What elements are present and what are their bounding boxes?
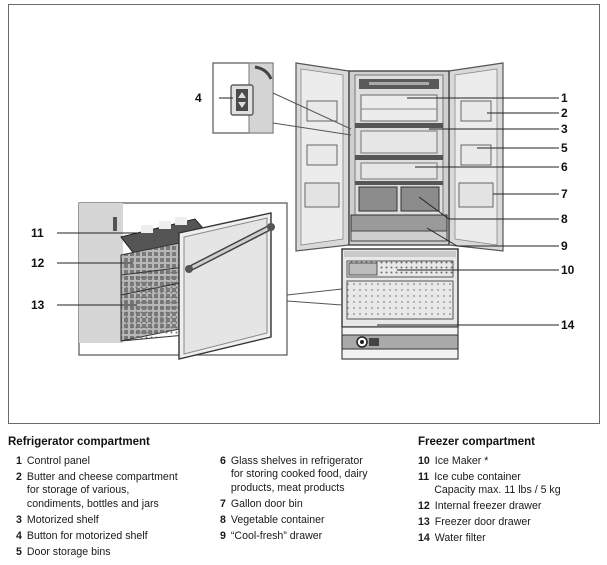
legend-number: 2 [16, 471, 22, 483]
callout-9: 9 [561, 239, 568, 253]
legend-line: condiments, bottles and jars [26, 497, 159, 510]
legend-line: for storage of various, [26, 484, 130, 497]
legend-line: Gallon door bin [230, 497, 303, 510]
callout-11: 11 [31, 226, 44, 240]
legend-line: Water filter [434, 532, 486, 545]
fridge-compartment-title: Refrigerator compartment [8, 436, 150, 448]
legend-item: 4 Button for motorized shelf [16, 530, 216, 543]
legend-line: Door storage bins [26, 545, 111, 558]
leader-lines [57, 97, 559, 326]
legend-description: Gallon door bin [231, 498, 410, 511]
legend-line: Ice Maker * [434, 455, 489, 467]
butter-compartment [360, 94, 438, 122]
legend-number: 1 [16, 455, 22, 467]
left-door-bin-2 [306, 144, 338, 166]
legend-number: 3 [16, 513, 22, 526]
callout-4: 4 [195, 91, 202, 105]
cool-fresh-drawer [350, 214, 448, 232]
legend-description: “Cool-fresh” drawer [231, 530, 410, 543]
legend-line: for storing cooked food, dairy [230, 468, 368, 481]
freezer-basket [346, 280, 454, 320]
legend-description: Button for motorized shelf [27, 530, 216, 543]
callout-13: 13 [31, 298, 45, 312]
legend-line: Control panel [26, 455, 90, 467]
legend-line: Butter and cheese compartment [26, 471, 178, 483]
legend-item: 8 Vegetable container [220, 514, 410, 527]
callout-5: 5 [561, 141, 568, 155]
legend-number: 12 [418, 500, 430, 513]
arrow-up-icon [238, 92, 246, 98]
legend-description: Internal freezer drawer [435, 500, 603, 513]
legend-description: Freezer door drawer [435, 516, 603, 529]
legend-number: 11 [418, 471, 430, 483]
callout-8: 8 [561, 212, 568, 226]
legend-line: Ice cube container [434, 471, 521, 483]
legend-number: 5 [16, 545, 22, 558]
legend-number: 10 [418, 455, 430, 467]
glass-shelf [355, 155, 443, 160]
callout-6: 6 [561, 160, 568, 174]
right-door-bin-2 [460, 144, 492, 166]
legend-description: Water filter [435, 532, 603, 545]
legend-line: Internal freezer drawer [434, 500, 542, 513]
legend-number: 4 [16, 529, 22, 542]
callout-2: 2 [561, 106, 568, 120]
legend-description: Vegetable container [231, 514, 410, 527]
legend-item: 3 Motorized shelf [16, 514, 216, 527]
arrow-down-icon [238, 102, 246, 108]
freezer-compartment-title: Freezer compartment [418, 436, 535, 448]
callout-1: 1 [561, 91, 568, 105]
legend-item: 9 “Cool-fresh” drawer [220, 530, 410, 543]
legend-line: Vegetable container [230, 513, 325, 526]
legend-description: Control panel [27, 455, 216, 468]
right-gallon-bin [458, 182, 494, 208]
legend-column-1: 1 Control panel 2 Butter and cheese compart… [16, 455, 216, 562]
legend-number: 8 [220, 513, 226, 526]
left-door-bin-1 [306, 100, 338, 122]
callout-12: 12 [31, 256, 45, 270]
diagram-frame: 1 2 3 5 6 7 8 9 10 14 4 11 12 13 [8, 4, 600, 424]
legend-number: 6 [220, 455, 226, 467]
legend-number: 7 [220, 497, 226, 510]
legend-line: Motorized shelf [26, 513, 99, 526]
legend-number: 13 [418, 516, 430, 529]
refrigerator-illustration [57, 62, 559, 360]
left-gallon-bin [304, 182, 340, 208]
legend-item: 12 Internal freezer drawer [418, 500, 603, 513]
legend-description: Ice Maker * [435, 455, 603, 468]
legend-line: Freezer door drawer [434, 516, 531, 529]
legend-line: Capacity max. 11 lbs / 5 kg [434, 484, 561, 497]
callout-10: 10 [561, 263, 575, 277]
legend-item: 7 Gallon door bin [220, 498, 410, 511]
legend-number: 9 [220, 529, 226, 542]
motorized-shelf [355, 123, 443, 128]
legend-description: Motorized shelf [27, 514, 216, 527]
freezer-inset [78, 202, 343, 360]
legend-item: 5 Door storage bins [16, 546, 216, 559]
legend-line: products, meat products [230, 481, 345, 494]
vegetable-container-left [358, 186, 398, 212]
legend-item: 14 Water filter [418, 532, 603, 545]
legend-line: Button for motorized shelf [26, 529, 148, 542]
legend-description: Door storage bins [27, 546, 216, 559]
callout-14: 14 [561, 318, 575, 332]
right-door-bin-1 [460, 100, 492, 122]
legend-item: 13 Freezer door drawer [418, 516, 603, 529]
callout-7: 7 [561, 187, 568, 201]
fridge-cabinet [295, 62, 504, 360]
legend-item: 1 Control panel [16, 455, 216, 468]
legend-number: 14 [418, 532, 430, 545]
legend-line: Glass shelves in refrigerator [230, 455, 363, 467]
legend-line: “Cool-fresh” drawer [230, 529, 323, 542]
legend-item: 10 Ice Maker * [418, 455, 603, 468]
callout-3: 3 [561, 122, 568, 136]
